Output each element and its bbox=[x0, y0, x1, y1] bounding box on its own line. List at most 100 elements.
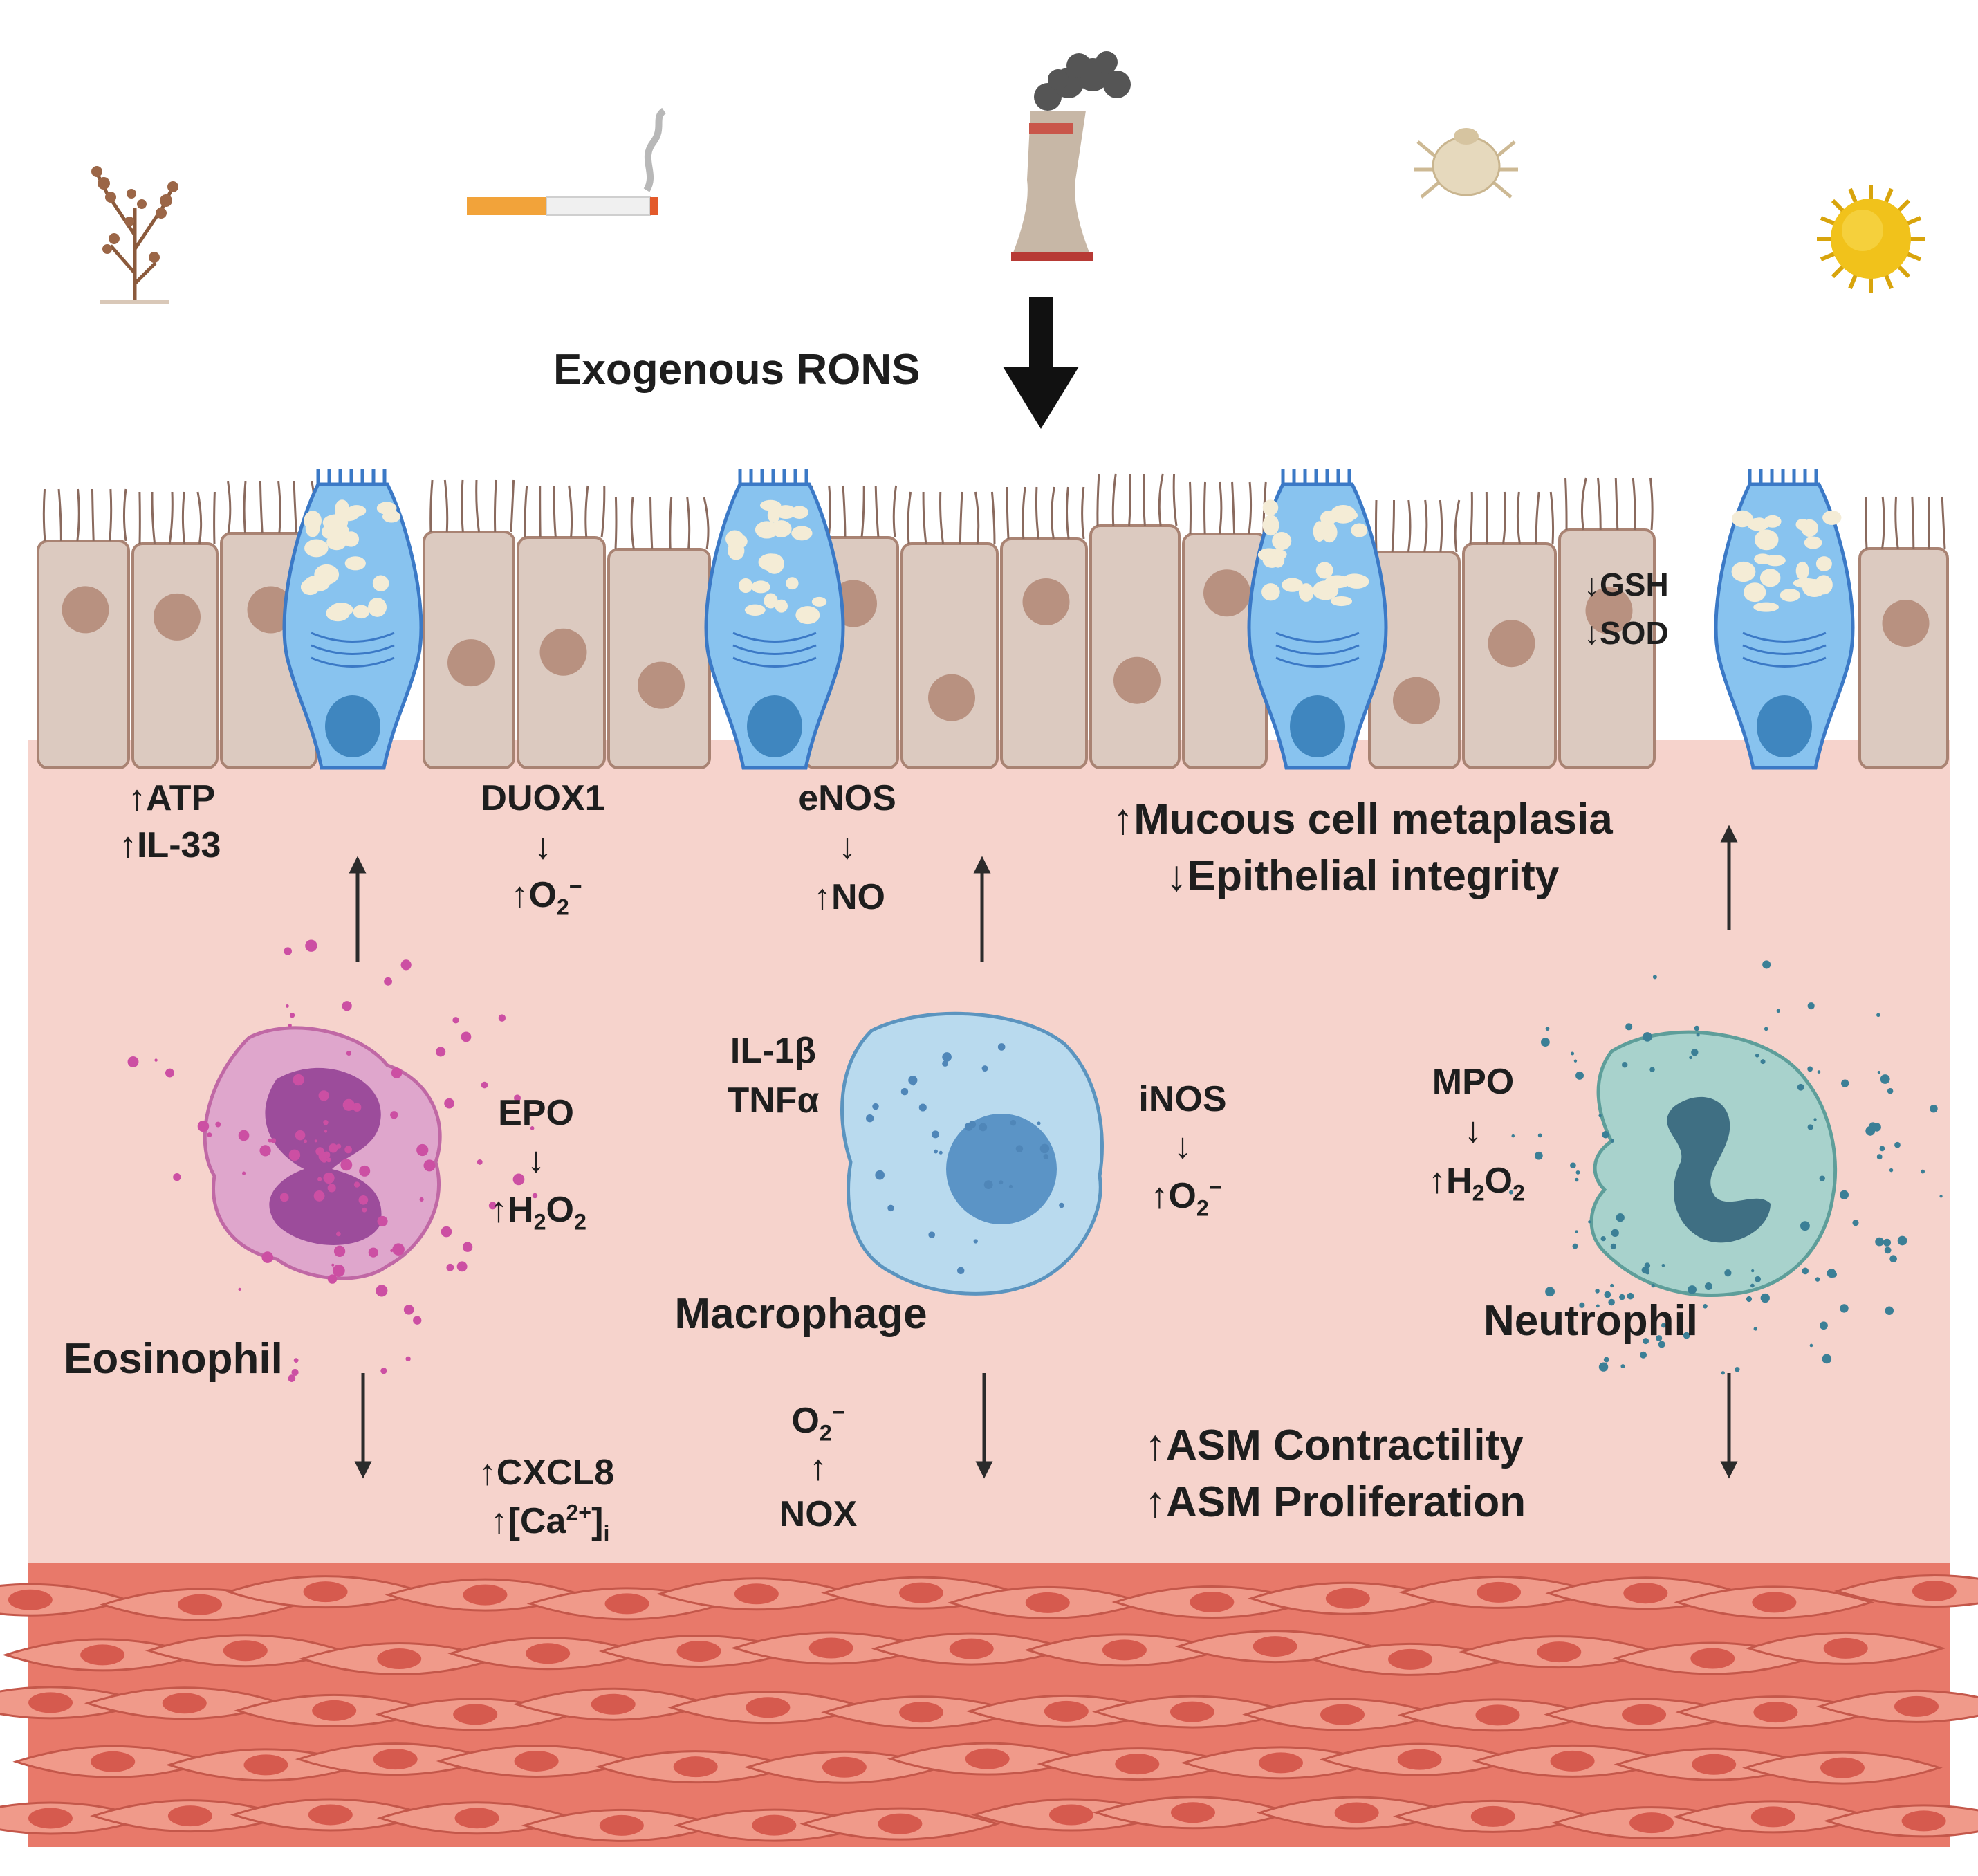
cilium bbox=[907, 491, 912, 544]
neutrophil-granule bbox=[1776, 1009, 1781, 1013]
pollen-icon bbox=[1817, 185, 1925, 293]
muscle-nucleus bbox=[898, 1582, 943, 1603]
muscle-nucleus bbox=[1102, 1639, 1147, 1661]
cilium bbox=[922, 491, 927, 544]
muscle-nucleus bbox=[734, 1583, 779, 1605]
neutrophil-granule bbox=[1658, 1341, 1665, 1348]
epithelial-cell bbox=[1000, 537, 1088, 769]
neutrophil-granule bbox=[1755, 1053, 1759, 1058]
eosinophil-granule bbox=[323, 1172, 335, 1184]
eosinophil-granule bbox=[207, 1132, 212, 1138]
eosinophil-granule bbox=[461, 1031, 472, 1042]
eosinophil-granule bbox=[444, 1098, 454, 1109]
neutrophil-granule bbox=[1897, 1235, 1907, 1246]
mucin-granule bbox=[764, 593, 778, 609]
mucin-granule bbox=[1298, 583, 1314, 602]
eosinophil-granule bbox=[377, 1215, 388, 1226]
neutrophil-granule bbox=[1619, 1294, 1625, 1300]
cilium bbox=[151, 491, 156, 544]
muscle-nucleus bbox=[822, 1756, 867, 1778]
cilium bbox=[1502, 491, 1506, 544]
cilium bbox=[168, 491, 174, 544]
neutrophil-granule bbox=[1840, 1304, 1849, 1313]
cilium bbox=[227, 481, 232, 534]
neutrophil-granule bbox=[1764, 1027, 1768, 1031]
neutrophil-granule bbox=[1627, 1292, 1634, 1300]
cilium bbox=[1248, 481, 1253, 535]
cilium bbox=[842, 485, 847, 538]
cilium bbox=[1516, 491, 1521, 544]
airway-epithelium bbox=[37, 469, 1949, 770]
golgi bbox=[732, 632, 817, 643]
macrophage-vesicle bbox=[908, 1076, 918, 1085]
muscle-nucleus bbox=[526, 1643, 571, 1664]
eosinophil-granule bbox=[452, 1017, 459, 1024]
neutrophil-granule bbox=[1691, 1049, 1699, 1056]
mucin-granule bbox=[1731, 561, 1756, 582]
golgi bbox=[1275, 632, 1360, 643]
neutrophil-granule bbox=[1508, 1190, 1513, 1195]
cilium bbox=[122, 488, 127, 542]
neutrophil-granule bbox=[1610, 1283, 1614, 1288]
macrophage-cell bbox=[840, 1011, 1104, 1296]
muscle-nucleus bbox=[1894, 1695, 1939, 1717]
goblet-nucleus bbox=[747, 695, 802, 757]
eosinophil-granule bbox=[327, 1184, 336, 1193]
eosinophil-granule bbox=[342, 1001, 352, 1011]
neutrophil-granule bbox=[1807, 1066, 1813, 1072]
cilium bbox=[1066, 486, 1070, 540]
eosinophil-granule bbox=[390, 1111, 398, 1119]
neutrophil-granule bbox=[1735, 1367, 1740, 1372]
eosinophil-granule bbox=[324, 1130, 328, 1133]
eosinophil-granule bbox=[288, 1149, 301, 1161]
macrophage-vesicle bbox=[1059, 1202, 1064, 1208]
muscle-nucleus bbox=[1537, 1642, 1582, 1663]
neutrophil-granule bbox=[1620, 1364, 1625, 1369]
eosinophil-granule bbox=[215, 1121, 221, 1128]
cilium bbox=[1549, 491, 1555, 544]
neutrophil-granule bbox=[1575, 1170, 1580, 1175]
cigarette-icon bbox=[467, 107, 667, 216]
muscle-nucleus bbox=[454, 1808, 499, 1829]
cilium bbox=[1865, 496, 1868, 549]
golgi bbox=[1275, 656, 1360, 668]
eosinophil-granule bbox=[384, 977, 392, 986]
eosinophil-granule bbox=[488, 1202, 497, 1210]
macrophage-vesicle bbox=[968, 1121, 977, 1128]
mucin-granule bbox=[1815, 556, 1832, 571]
muscle-nucleus bbox=[591, 1693, 636, 1715]
cilium bbox=[259, 481, 264, 534]
cilium bbox=[1614, 477, 1619, 531]
macrophage-vesicle bbox=[1043, 1154, 1049, 1159]
macrophage-vesicle bbox=[1010, 1119, 1017, 1126]
muscle-nucleus bbox=[604, 1593, 649, 1615]
eosinophil-granule bbox=[376, 1285, 388, 1297]
exogenous-arrow bbox=[1003, 297, 1079, 429]
macrophage-vesicle bbox=[997, 1043, 1006, 1051]
eosinophil-cell bbox=[127, 939, 538, 1382]
mucin-granule bbox=[1271, 551, 1285, 568]
cilium bbox=[109, 488, 113, 542]
cilium bbox=[669, 497, 673, 550]
mucin-granule bbox=[1330, 596, 1353, 607]
cilium bbox=[1111, 473, 1117, 526]
muscle-nucleus bbox=[1912, 1581, 1957, 1602]
eosinophil-granule bbox=[353, 1103, 362, 1112]
muscle-nucleus bbox=[1320, 1704, 1365, 1725]
mucin-granule bbox=[1282, 578, 1303, 592]
neutrophil-granule bbox=[1511, 1134, 1515, 1138]
eosinophil-granule bbox=[173, 1173, 181, 1181]
cell-nucleus bbox=[447, 639, 494, 687]
eosinophil-granule bbox=[314, 1139, 317, 1143]
neutrophil-granule bbox=[1822, 1354, 1832, 1364]
muscle-nucleus bbox=[1190, 1592, 1235, 1613]
eosinophil-granule bbox=[289, 1013, 295, 1018]
muscle-nucleus bbox=[312, 1700, 357, 1721]
goblet-nucleus bbox=[325, 695, 380, 757]
cilium bbox=[1423, 499, 1428, 553]
mucin-granule bbox=[795, 606, 820, 625]
muscle-nucleus bbox=[162, 1693, 207, 1714]
cilium bbox=[1158, 473, 1164, 526]
neutrophil-granule bbox=[1703, 1304, 1708, 1309]
muscle-nucleus bbox=[223, 1640, 268, 1662]
